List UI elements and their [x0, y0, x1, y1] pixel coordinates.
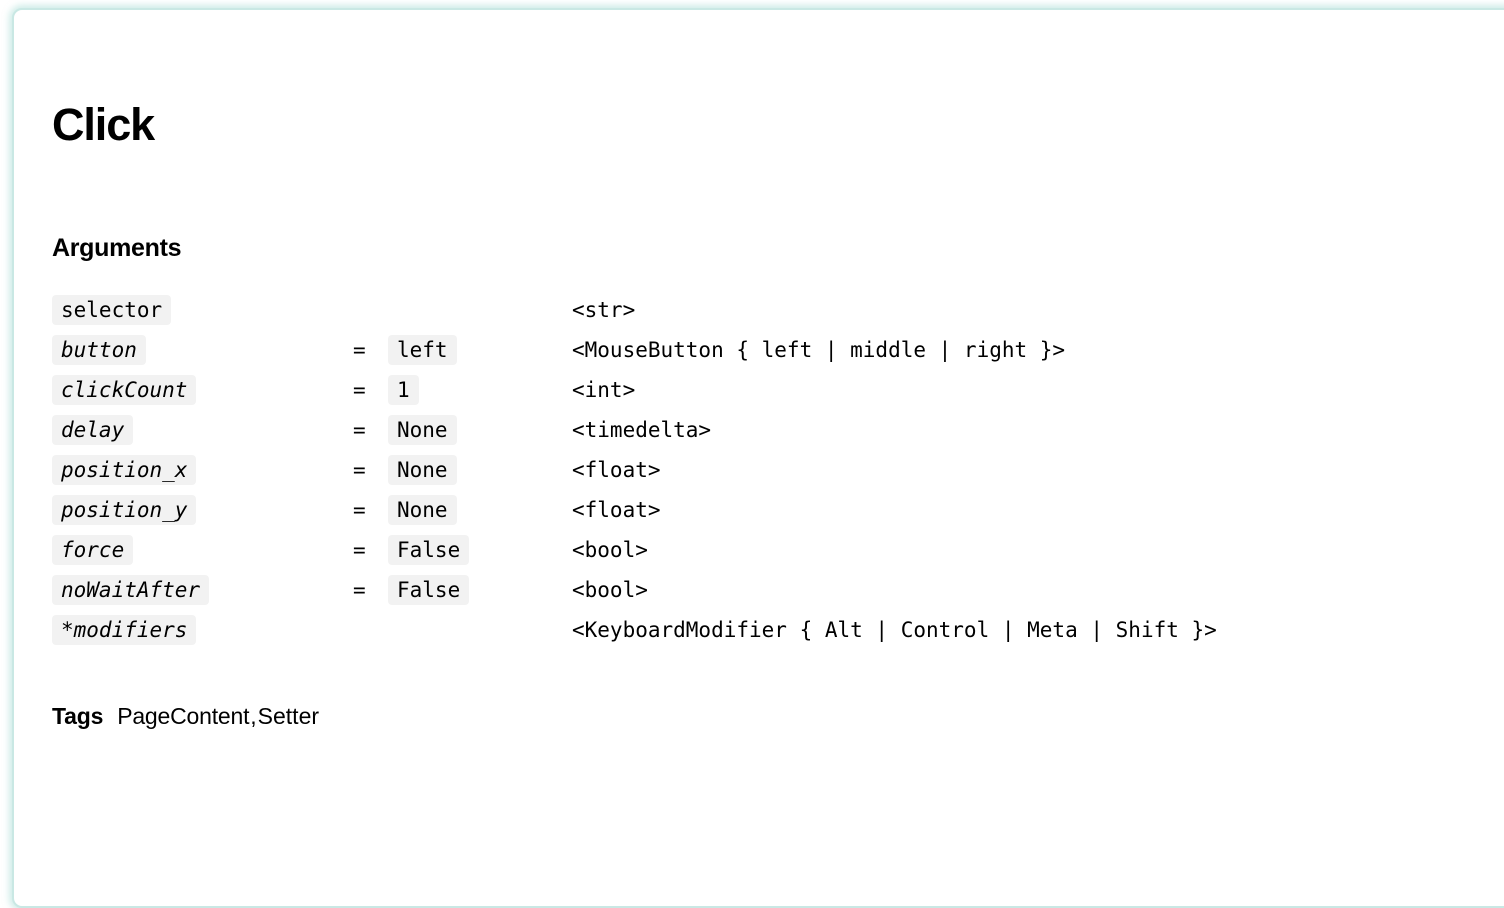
argument-type: <bool> [572, 538, 648, 562]
argument-equals: = [353, 538, 366, 562]
argument-name: position_x [52, 455, 197, 485]
argument-type: <MouseButton { left | middle | right }> [572, 338, 1066, 362]
arguments-heading: Arguments [52, 233, 182, 262]
tags-label: Tags [52, 703, 104, 729]
argument-name: selector [52, 295, 172, 325]
argument-type: <KeyboardModifier { Alt | Control | Meta… [572, 618, 1217, 642]
tag-item[interactable]: Setter [257, 703, 320, 729]
argument-type: <float> [572, 458, 661, 482]
argument-equals: = [353, 338, 366, 362]
argument-equals: = [353, 418, 366, 442]
argument-type: <int> [572, 378, 636, 402]
argument-type: <bool> [572, 578, 648, 602]
argument-type: <float> [572, 498, 661, 522]
argument-equals: = [353, 578, 366, 602]
argument-equals: = [353, 458, 366, 482]
argument-equals: = [353, 378, 366, 402]
argument-equals: = [353, 498, 366, 522]
argument-name: delay [52, 415, 134, 445]
tags-separator: , [250, 703, 257, 729]
argument-type: <str> [572, 298, 636, 322]
argument-type: <timedelta> [572, 418, 712, 442]
argument-name: clickCount [52, 375, 197, 405]
argument-name: button [52, 335, 146, 365]
keyword-documentation-card: Click Arguments selector <str> button = … [12, 8, 1504, 908]
argument-name: *modifiers [52, 615, 197, 645]
card-content: Click Arguments selector <str> button = … [12, 8, 1504, 908]
argument-default: None [388, 415, 457, 445]
argument-name: force [52, 535, 134, 565]
argument-default: False [388, 575, 470, 605]
argument-default: False [388, 535, 470, 565]
argument-default: None [388, 455, 457, 485]
argument-default: None [388, 495, 457, 525]
tags-row: Tags PageContent,Setter [52, 700, 319, 732]
argument-default: left [388, 335, 457, 365]
tag-item[interactable]: PageContent [117, 703, 250, 729]
argument-name: noWaitAfter [52, 575, 210, 605]
card-surface [12, 8, 1504, 908]
page-title: Click [52, 99, 155, 151]
argument-default: 1 [388, 375, 419, 405]
argument-name: position_y [52, 495, 197, 525]
